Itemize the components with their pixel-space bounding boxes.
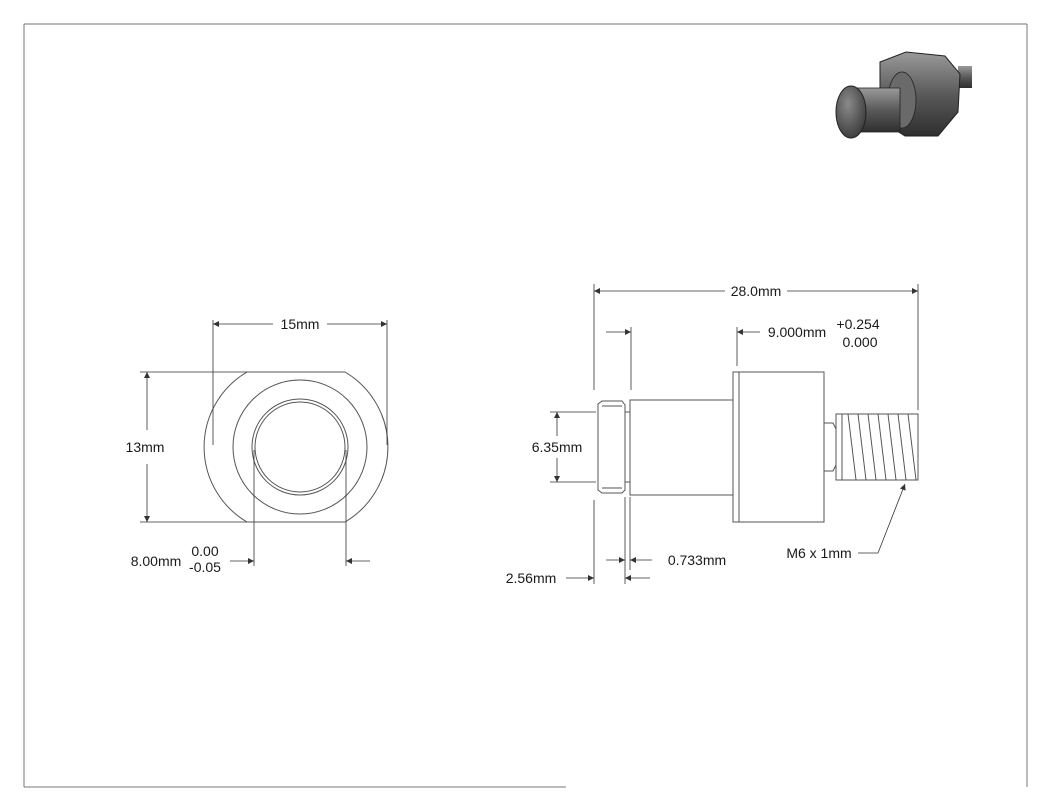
groove-width-label: 0.733mm	[668, 552, 726, 568]
bore-diameter-label: 8.00mm	[131, 553, 182, 569]
pin-diameter-label: 6.35mm	[532, 439, 583, 455]
overall-length-label: 28.0mm	[731, 283, 782, 299]
front-width-label: 15mm	[281, 316, 320, 332]
thread-spec-label: M6 x 1mm	[786, 545, 851, 561]
front-view: 15mm 13mm 8.00mm 0.00 -0.05	[126, 316, 389, 575]
side-view: 28.0mm 9.000mm +0.254 0.000 6.35mm 2.56m…	[506, 283, 919, 586]
shoulder-tol-lower: 0.000	[842, 334, 877, 350]
shoulder-length-label: 9.000mm	[768, 324, 826, 340]
front-height-label: 13mm	[126, 439, 165, 455]
isometric-view	[835, 51, 972, 139]
shoulder-tol-upper: +0.254	[836, 316, 879, 332]
bore-tol-lower: -0.05	[189, 559, 221, 575]
bore-tol-upper: 0.00	[191, 543, 218, 559]
chamfer-length-label: 2.56mm	[506, 570, 557, 586]
thread-profile	[847, 413, 917, 481]
sheet-frame	[23, 23, 1028, 788]
